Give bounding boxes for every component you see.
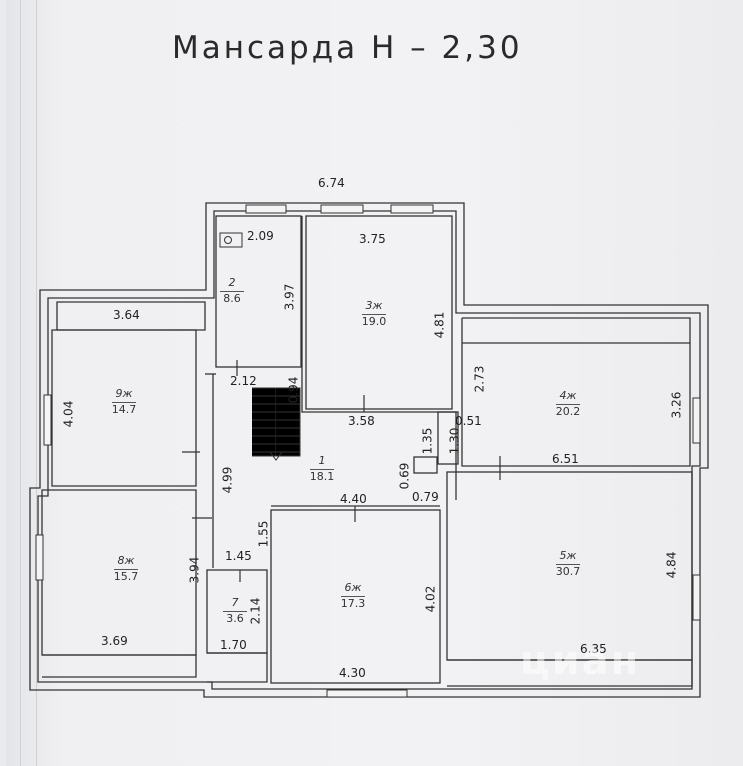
room-5-area: 30.7 [555, 565, 581, 578]
inner-walls [41, 215, 693, 687]
room-4-number: 4ж [559, 389, 577, 402]
outer-walls [29, 202, 709, 698]
room-2-divider [220, 291, 244, 292]
room-1-number: 1 [318, 454, 326, 467]
dim-room7-bottom: 1.70 [220, 638, 247, 652]
dim-room4-right: 3.26 [669, 391, 684, 419]
room-2-area: 8.6 [223, 292, 241, 305]
room-8-divider [114, 569, 138, 570]
dim-small-135: 1.35 [420, 427, 435, 455]
dim-stair-height: 0.94 [286, 376, 301, 404]
room-1-divider [310, 469, 334, 470]
windows [35, 204, 701, 698]
room-8-number: 8ж [117, 554, 135, 567]
dim-small-051: 0.51 [455, 414, 482, 428]
room-8-area: 15.7 [113, 570, 139, 583]
room-7-number: 7 [231, 596, 239, 609]
room-4-area: 20.2 [555, 405, 581, 418]
room-5-number: 5ж [559, 549, 577, 562]
toilet-icon [219, 232, 243, 248]
room-6-area: 17.3 [340, 597, 366, 610]
room-6-number: 6ж [344, 581, 362, 594]
dim-hall-155: 1.55 [256, 520, 271, 548]
dim-small-069: 0.69 [397, 462, 412, 490]
drawing-sheet [6, 0, 743, 766]
dim-hall-499: 4.99 [220, 466, 235, 494]
dim-room6-right: 4.02 [423, 585, 438, 613]
room-7-divider [223, 611, 247, 612]
dim-room3-bottom: 3.58 [348, 414, 375, 428]
room-9-number: 9ж [115, 387, 133, 400]
dim-room4-left: 2.73 [472, 365, 487, 393]
dim-room3-height: 4.81 [432, 311, 447, 339]
doors [182, 360, 501, 582]
sheet-margin-line [20, 0, 21, 766]
dim-room4-bottom: 6.51 [552, 452, 579, 466]
stairs [252, 387, 301, 461]
dim-stair-width: 2.12 [230, 374, 257, 388]
room-1-area: 18.1 [309, 470, 335, 483]
sheet-margin-line [36, 0, 37, 766]
room-3-area: 19.0 [361, 315, 387, 328]
room-4-divider [556, 404, 580, 405]
dim-room3-width: 3.75 [359, 232, 386, 246]
watermark-logo: циан [520, 638, 641, 684]
dim-room8-width: 3.69 [101, 634, 128, 648]
room-5-divider [556, 564, 580, 565]
dim-room6-top: 4.40 [340, 492, 367, 506]
dim-room2-height: 3.97 [282, 283, 297, 311]
room-3-number: 3ж [365, 299, 383, 312]
dim-small-079: 0.79 [412, 490, 439, 504]
dim-room9-width: 3.64 [113, 308, 140, 322]
dim-room2-width: 2.09 [247, 229, 274, 243]
dim-small-130: 1.30 [447, 427, 462, 455]
dim-top-total: 6.74 [318, 176, 345, 190]
page-title: Мансарда Н – 2,30 [172, 30, 523, 66]
room-2-number: 2 [228, 276, 236, 289]
dim-room6-bottom: 4.30 [339, 666, 366, 680]
room-3-divider [362, 314, 386, 315]
dim-room5-height: 4.84 [664, 551, 679, 579]
dim-room7-top: 1.45 [225, 549, 252, 563]
room-6-divider [341, 596, 365, 597]
dim-room8-height: 3.94 [187, 556, 202, 584]
room-9-divider [112, 402, 136, 403]
room-9-area: 14.7 [111, 403, 137, 416]
dim-room5-bottom: 6.35 [580, 642, 607, 656]
dim-room9-height: 4.04 [61, 400, 76, 428]
room-7-area: 3.6 [226, 612, 244, 625]
